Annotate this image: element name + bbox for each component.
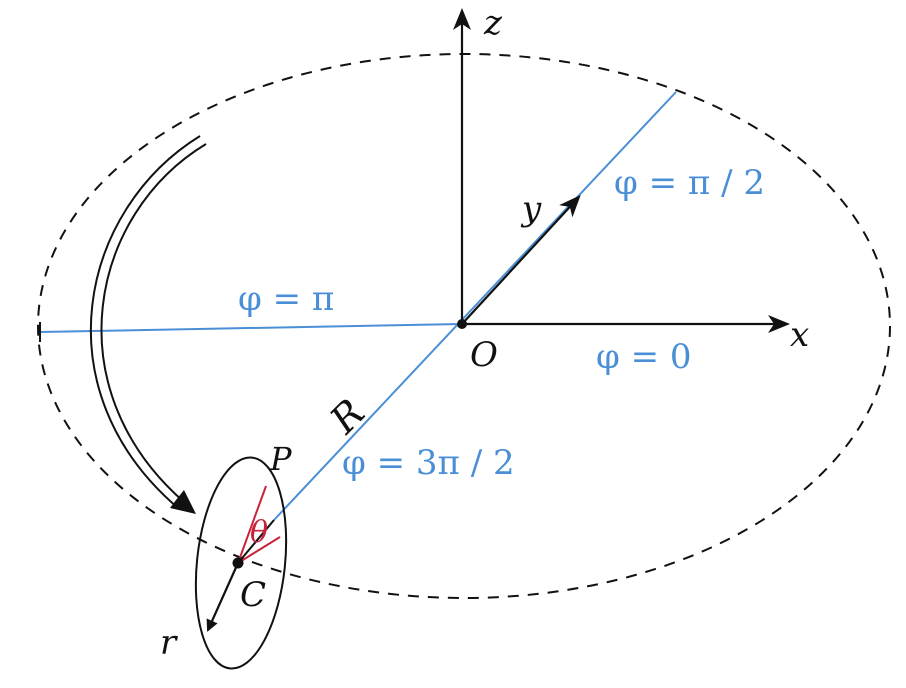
x-axis-label: x [790,315,809,355]
cross-section-ellipse [194,456,288,670]
phi-pi-label: φ = π [238,279,334,319]
rotation-arrow-inner [100,143,207,503]
theta-line-upper [237,485,267,564]
rotation-arrow-outer [89,135,201,509]
y-axis-label: y [520,189,542,229]
radial-r-arrow [206,562,240,632]
point-p-label: P [269,440,292,478]
phi-0-label: φ = 0 [596,337,692,377]
diagonal-line [273,91,677,521]
z-axis-label: z [483,3,503,43]
phi-pi-line [39,323,463,333]
center-c-dot [232,557,244,569]
origin-label: O [470,335,498,375]
orbit-ellipse [37,53,891,599]
radius-label: R [321,390,373,442]
center-c-label: C [240,575,266,615]
theta-line-lower [237,536,281,564]
radial-r-label: r [160,623,178,663]
theta-label: θ [250,515,268,550]
c-to-p-line [237,519,275,564]
phi-three-half-pi-label: φ = 3π / 2 [342,443,515,483]
phi-half-pi-label: φ = π / 2 [614,163,765,203]
origin-dot [457,319,467,329]
rotation-arrow-head [170,490,196,514]
y-axis [461,195,581,325]
